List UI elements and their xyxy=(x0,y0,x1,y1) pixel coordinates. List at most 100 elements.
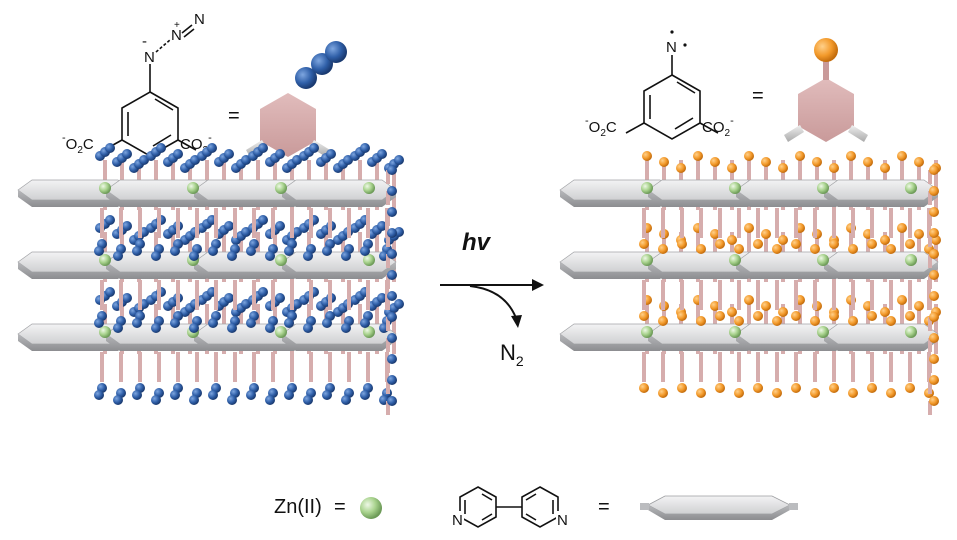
azide-group-atom xyxy=(322,318,332,328)
nitrene-group-atom xyxy=(696,244,706,254)
zn-paddlewheel-node xyxy=(275,254,287,266)
nitrene-group-atom xyxy=(929,333,939,343)
azide-group-atom xyxy=(224,221,234,231)
product-ligand-model xyxy=(784,38,868,142)
azide-group-atom xyxy=(132,318,142,328)
reactant-benzene-ring xyxy=(121,91,179,157)
azide-group-atom xyxy=(303,251,313,261)
hv-label: hv xyxy=(462,229,492,256)
nitrene-group-atom xyxy=(848,316,858,326)
pillar-slab xyxy=(281,179,397,201)
azide-n2: N xyxy=(171,27,182,44)
azide-bond-1 xyxy=(155,39,171,53)
nitrene-group-atom xyxy=(880,307,890,317)
azide-group-atom xyxy=(284,246,294,256)
nitrene-group-atom xyxy=(658,244,668,254)
zn-paddlewheel-node xyxy=(817,182,829,194)
byproduct-arrow xyxy=(469,285,517,319)
azide-group-atom xyxy=(189,395,199,405)
azide-group-atom xyxy=(377,149,387,159)
pillar-slab-icon xyxy=(640,495,798,520)
nitrene-group-atom xyxy=(810,388,820,398)
nitrene-radical-dot-top xyxy=(670,30,674,34)
nitrene-group-atom xyxy=(659,157,669,167)
azide-group-atom xyxy=(387,333,397,343)
nitrene-group-atom xyxy=(639,383,649,393)
nitrene-group-atom xyxy=(897,151,907,161)
azide-group-atom xyxy=(113,395,123,405)
nitrene-group-atom xyxy=(791,239,801,249)
nitrene-group-atom xyxy=(772,316,782,326)
azide-group-atom xyxy=(113,251,123,261)
nitrene-group-atom xyxy=(772,388,782,398)
azide-group-atom xyxy=(387,249,397,259)
azide-group-atom xyxy=(246,390,256,400)
zn-paddlewheel-node xyxy=(817,326,829,338)
azide-n2-charge: + xyxy=(174,20,180,31)
pillar-slab-side xyxy=(282,334,396,351)
azide-group-atom xyxy=(275,149,285,159)
reactant-equals: = xyxy=(228,105,240,127)
zn-paddlewheel-node xyxy=(641,254,653,266)
pillar-slab xyxy=(823,179,939,201)
pillar-slab-side xyxy=(648,334,762,351)
nitrene-group-atom xyxy=(829,383,839,393)
azide-group-atom xyxy=(227,395,237,405)
pillar-slab-side xyxy=(736,190,850,207)
azide-model-atom-1 xyxy=(295,67,317,89)
nitrene-group-atom xyxy=(639,239,649,249)
azide-group-atom xyxy=(387,228,397,238)
nitrene-group-atom xyxy=(929,249,939,259)
azide-n3: N xyxy=(194,11,205,28)
pillar-slab-side xyxy=(194,262,308,279)
zn-paddlewheel-node xyxy=(363,182,375,194)
azide-group-atom xyxy=(377,221,387,231)
pillar-slab xyxy=(823,251,939,273)
pillar-slab-side xyxy=(560,190,674,207)
zn-paddlewheel-node xyxy=(275,326,287,338)
pillar-slab xyxy=(823,323,939,345)
nitrene-group-atom xyxy=(886,244,896,254)
pillar-slab xyxy=(281,251,397,273)
nitrene-group-atom xyxy=(753,383,763,393)
azide-group-atom xyxy=(224,149,234,159)
azide-group-atom xyxy=(341,323,351,333)
azide-group-atom xyxy=(170,390,180,400)
nitrene-group-atom xyxy=(734,316,744,326)
reactant-hex-model xyxy=(260,93,316,157)
azide-group-atom xyxy=(360,143,370,153)
azide-group-atom xyxy=(360,246,370,256)
zn-paddlewheel-node xyxy=(187,182,199,194)
azide-group-atom xyxy=(265,395,275,405)
reactant-left-carboxylate: -O2C xyxy=(62,132,94,156)
nitrene-group-atom xyxy=(929,312,939,322)
azide-group-atom xyxy=(207,143,217,153)
reaction-arrow-group: hv N2 xyxy=(440,229,544,369)
nitrene-group-atom xyxy=(867,383,877,393)
nitrene-group-atom xyxy=(658,316,668,326)
nitrene-group-atom xyxy=(929,186,939,196)
zn-paddlewheel-icon xyxy=(360,497,382,519)
pillar-slab xyxy=(281,323,397,345)
nitrene-group-atom xyxy=(829,239,839,249)
nitrene-group-atom xyxy=(778,163,788,173)
product-hex-model xyxy=(798,78,854,142)
zn-paddlewheel-node xyxy=(363,326,375,338)
pillar-slab-side xyxy=(824,190,938,207)
pillar-slab-side xyxy=(106,334,220,351)
azide-group-atom xyxy=(387,312,397,322)
nitrene-group-atom xyxy=(929,291,939,301)
nitrene-group-atom xyxy=(744,151,754,161)
azide-group-atom xyxy=(224,293,234,303)
nitrene-group-atom xyxy=(727,163,737,173)
zn-paddlewheel-node xyxy=(99,326,111,338)
azide-group-atom xyxy=(189,323,199,333)
legend-zn-label: Zn(II) xyxy=(274,496,322,518)
nitrene-group-atom xyxy=(897,223,907,233)
azide-group-atom xyxy=(360,390,370,400)
bipyridine-n-left: N xyxy=(452,512,463,529)
zn-paddlewheel-node xyxy=(99,254,111,266)
nitrene-group-atom xyxy=(929,270,939,280)
pillar-slab-side xyxy=(736,334,850,351)
